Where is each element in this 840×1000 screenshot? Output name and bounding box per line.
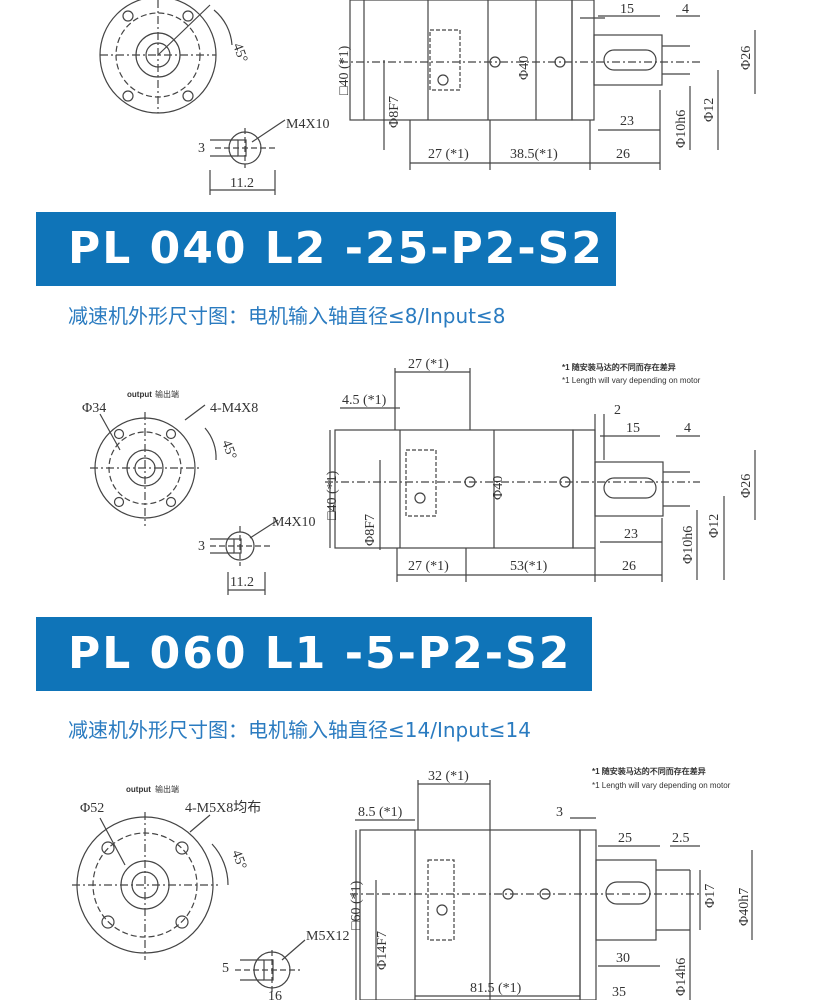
d2-5-label: 2.5 — [672, 831, 690, 846]
phi12-label: Φ12 — [702, 98, 717, 122]
phi17-label: Φ17 — [703, 884, 718, 908]
section-subtitle: 减速机外形尺寸图：电机输入轴直径≤14/Input≤14 — [68, 714, 531, 743]
d25-label: 25 — [618, 831, 632, 846]
d38-label: 38.5(*1) — [510, 147, 558, 162]
phi40-label: Φ40 — [491, 476, 506, 500]
subtitle-text: 减速机外形尺寸图：电机输入轴直径≤14/Input≤14 — [68, 718, 531, 742]
d15-label: 15 — [620, 2, 634, 17]
bolts-label: 4-M5X8均布 — [185, 800, 261, 816]
phi14f7-label: Φ14F7 — [375, 931, 390, 970]
phi14h6-label: Φ14h6 — [674, 958, 689, 996]
d30-label: 30 — [616, 951, 630, 966]
phi10h6-label: Φ10h6 — [674, 110, 689, 148]
side-label: 5 — [222, 961, 229, 976]
model-title-banner: PL 060 L1 -5-P2-S2 — [36, 617, 592, 691]
output-cn-label: 输出端 — [155, 389, 179, 399]
phi8f7-label: Φ8F7 — [387, 96, 402, 128]
screw-label: M5X12 — [306, 929, 350, 944]
sq40-label: □40 (*1) — [325, 470, 340, 520]
note-en: *1 Length will vary depending on motor — [562, 376, 701, 385]
phi26-label: Φ26 — [739, 46, 754, 70]
phi40-label: Φ40 — [517, 56, 532, 80]
side-label: 3 — [198, 539, 205, 554]
d23-label: 23 — [620, 114, 634, 129]
model-title: PL 040 L2 -25-P2-S2 — [68, 223, 604, 274]
screw-label: M4X10 — [272, 515, 316, 530]
angle-label: 45° — [218, 438, 239, 462]
phi62-label: Φ52 — [80, 801, 104, 816]
d4-label: 4 — [682, 2, 689, 17]
note-cn: *1 随安装马达的不同而存在差异 — [562, 362, 676, 372]
output-cn-label: 输出端 — [155, 784, 179, 794]
d27-label: 27 (*1) — [428, 147, 469, 162]
note-cn: *1 随安装马达的不同而存在差异 — [592, 766, 706, 776]
phi8f7-label: Φ8F7 — [363, 514, 378, 546]
output-label: output — [126, 785, 151, 794]
side-label: 3 — [198, 141, 205, 156]
section-subtitle: 减速机外形尺寸图：电机输入轴直径≤8/Input≤8 — [68, 300, 506, 329]
model-title: PL 060 L1 -5-P2-S2 — [68, 628, 572, 679]
width-label: 11.2 — [230, 176, 254, 191]
drawing-pl040-l1: 45° M4X10 3 11.2 □40 (*1) Φ8F7 Φ40 15 4 … — [0, 0, 840, 200]
phi34-label: Φ34 — [82, 401, 106, 416]
d4-label: 4 — [684, 421, 691, 436]
phi12-label: Φ12 — [707, 514, 722, 538]
d81-label: 81.5 (*1) — [470, 981, 522, 996]
d2-label: 2 — [614, 403, 621, 418]
sq60-label: □60 (*1) — [349, 880, 364, 930]
d15-label: 15 — [626, 421, 640, 436]
width-label: 11.2 — [230, 575, 254, 590]
bolts-label: 4-M4X8 — [210, 401, 258, 416]
phi10h6-label: Φ10h6 — [681, 526, 696, 564]
d27-label: 27 (*1) — [408, 559, 449, 574]
drawing-pl060-l1: output 输出端 Φ52 4-M5X8均布 45° M5X12 5 16 *… — [0, 760, 840, 1000]
d26-label: 26 — [616, 147, 630, 162]
phi40h7-label: Φ40h7 — [737, 888, 752, 926]
d32-label: 32 (*1) — [428, 769, 469, 784]
d35-label: 35 — [612, 985, 626, 1000]
screw-label: M4X10 — [286, 117, 330, 132]
model-title-banner: PL 040 L2 -25-P2-S2 — [36, 212, 616, 286]
d26-label: 26 — [622, 559, 636, 574]
d23-label: 23 — [624, 527, 638, 542]
sq40-label: □40 (*1) — [337, 45, 352, 95]
note-en: *1 Length will vary depending on motor — [592, 781, 731, 790]
angle-label: 45° — [229, 41, 250, 65]
phi26-label: Φ26 — [739, 474, 754, 498]
d8-5-label: 8.5 (*1) — [358, 805, 403, 820]
d4-5-label: 4.5 (*1) — [342, 393, 387, 408]
width-label: 16 — [268, 989, 282, 1000]
d3-label: 3 — [556, 805, 563, 820]
d53-label: 53(*1) — [510, 559, 548, 574]
d27-top-label: 27 (*1) — [408, 357, 449, 372]
drawing-pl040-l2: output 输出端 Φ34 4-M4X8 45° M4X10 3 11.2 *… — [0, 350, 840, 610]
output-label: output — [127, 390, 152, 399]
angle-label: 45° — [228, 848, 249, 872]
subtitle-text: 减速机外形尺寸图：电机输入轴直径≤8/Input≤8 — [68, 304, 506, 328]
